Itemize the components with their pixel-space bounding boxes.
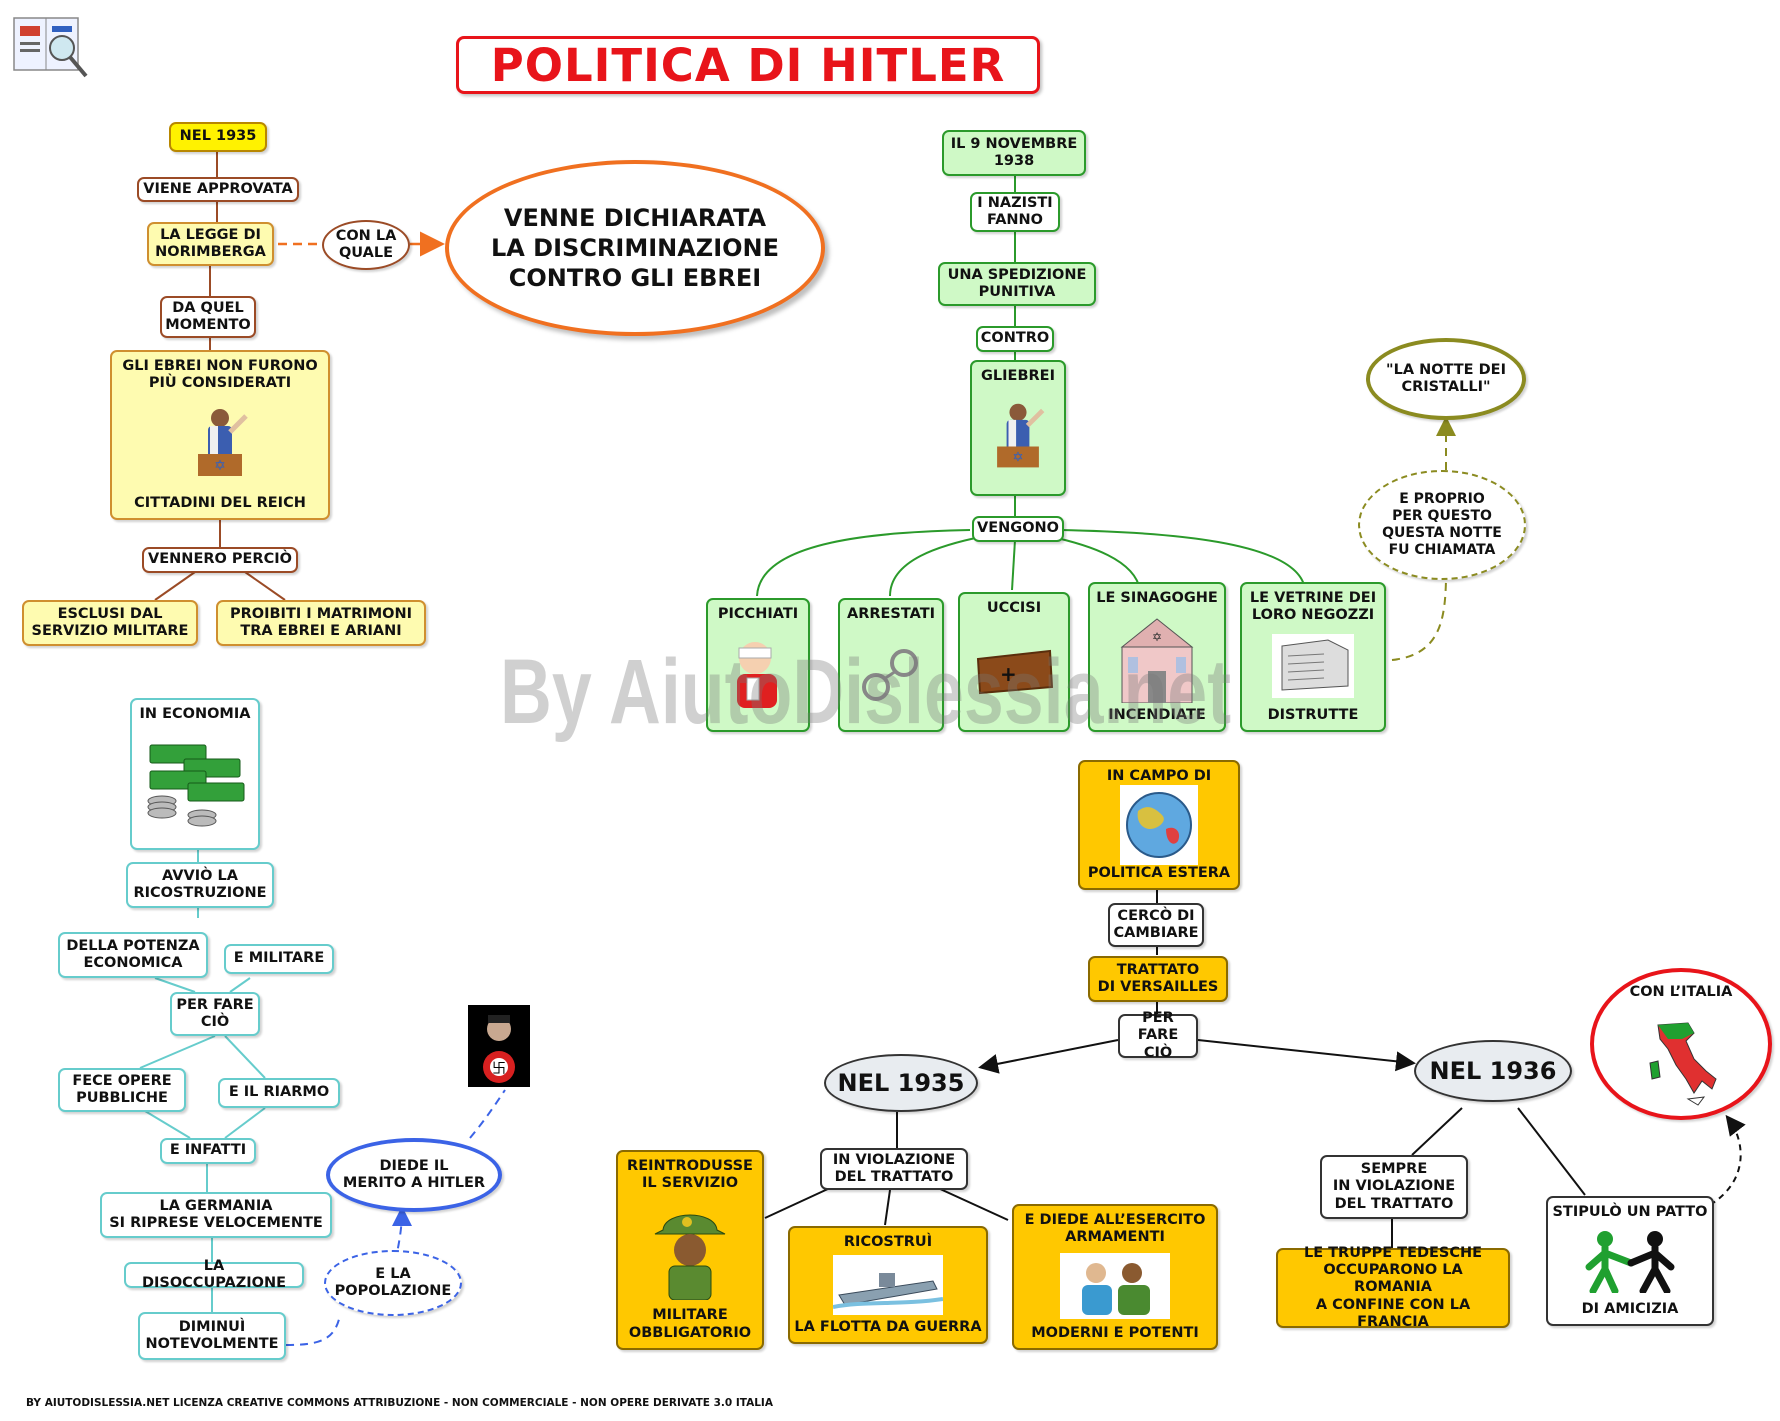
avvio-node: AVVIÒ LA RICOSTRUZIONE [126, 862, 274, 908]
riarmo-node: E IL RIARMO [218, 1078, 340, 1108]
nov-1938-node: IL 9 NOVEMBRE 1938 [942, 130, 1086, 176]
ricostrui-node: RICOSTRUÌ LA FLOTTA DA GUERRA [788, 1226, 988, 1344]
popolazione-node: E LA POPOLAZIONE [324, 1250, 462, 1316]
handcuffs-icon [844, 623, 938, 724]
vennero-percio-node: VENNERO PERCIÒ [142, 547, 298, 573]
infatti-node: E INFATTI [160, 1138, 256, 1164]
coffin-icon: + [964, 617, 1064, 724]
militare-node: E MILITARE [224, 944, 334, 974]
germania-node: LA GERMANIA SI RIPRESE VELOCEMENTE [100, 1192, 332, 1238]
uccisi-node: UCCISI + [958, 592, 1070, 732]
proprio-node: E PROPRIO PER QUESTO QUESTA NOTTE FU CHI… [1358, 470, 1526, 580]
sinagoghe-node: LE SINAGOGHE ✡ INCENDIATE [1088, 582, 1226, 732]
truppe-node: LE TRUPPE TEDESCHE OCCUPARONO LA ROMANIA… [1276, 1245, 1510, 1330]
nel-1935-node: NEL 1935 [169, 122, 267, 152]
discriminazione-node: VENNE DICHIARATA LA DISCRIMINAZIONE CONT… [445, 160, 825, 336]
per-fare-node: PER FARE CIÒ [170, 992, 260, 1036]
picchiati-node: PICCHIATI [706, 598, 810, 732]
book-magnifier-logo [10, 12, 92, 84]
spedizione-node: UNA SPEDIZIONE PUNITIVA [938, 262, 1096, 306]
da-quel-momento-node: DA QUEL MOMENTO [160, 296, 256, 338]
trattato-node: TRATTATO DI VERSAILLES [1088, 956, 1228, 1002]
svg-text:+: + [1000, 662, 1017, 686]
nel-1935-foreign-node: NEL 1935 [824, 1054, 978, 1112]
svg-text:卐: 卐 [492, 1061, 506, 1077]
page-title: POLITICA DI HITLER [456, 36, 1040, 94]
nazisti-fanno-node: I NAZISTI FANNO [970, 192, 1060, 232]
soldiers-weapons-icon [1018, 1247, 1212, 1325]
cerco-node: CERCÒ DI CAMBIARE [1108, 903, 1204, 947]
nel-1936-node: NEL 1936 [1414, 1040, 1572, 1102]
notte-cristalli-node: "LA NOTTE DEI CRISTALLI" [1366, 338, 1526, 420]
non-considerati-node: GLI EBREI NON FURONO PIÙ CONSIDERATI ✡ C… [110, 350, 330, 520]
money-stack-icon [136, 723, 254, 842]
vengono-node: VENGONO [972, 516, 1064, 542]
handshake-icon [1552, 1221, 1708, 1300]
sempre-node: SEMPRE IN VIOLAZIONE DEL TRATTATO [1320, 1155, 1468, 1219]
gliebrei-node: GLIEBREI ✡ [970, 360, 1066, 496]
license-footer: BY AIUTODISLESSIA.NET LICENZA CREATIVE C… [26, 1397, 773, 1409]
merito-node: DIEDE IL MERITO A HITLER [326, 1138, 502, 1212]
diminui-node: DIMINUÌ NOTEVOLMENTE [138, 1312, 286, 1360]
svg-text:✡: ✡ [1152, 630, 1162, 644]
rabbi-illustration: ✡ [116, 393, 324, 495]
opere-node: FECE OPERE PUBBLICHE [58, 1068, 186, 1112]
in-economia-node: IN ECONOMIA [130, 698, 260, 850]
con-italia-node: CON L’ITALIA [1590, 968, 1772, 1120]
soldier-icon [622, 1193, 758, 1307]
per-fare-2-node: PER FARE CIÒ [1118, 1010, 1198, 1061]
diede-node: E DIEDE ALL’ESERCITO ARMAMENTI MODERNI E… [1012, 1204, 1218, 1350]
svg-text:✡: ✡ [214, 458, 226, 474]
proibiti-node: PROIBITI I MATRIMONI TRA EBREI E ARIANI [216, 600, 426, 646]
rabbi-illustration-2: ✡ [976, 385, 1060, 488]
reintrodusse-node: REINTRODUSSE IL SERVIZIO MILITARE OBBLIG… [616, 1150, 764, 1350]
arrestati-node: ARRESTATI [838, 598, 944, 732]
vetrine-node: LE VETRINE DEI LORO NEGOZZI DISTRUTTE [1240, 582, 1386, 732]
globe-icon [1084, 785, 1234, 866]
violazione-1-node: IN VIOLAZIONE DEL TRATTATO [820, 1148, 968, 1190]
stipulo-node: STIPULÒ UN PATTO DI AMICIZIA [1546, 1196, 1714, 1326]
shop-shutter-icon [1246, 625, 1380, 707]
hitler-portrait: 卐 [468, 1005, 530, 1087]
disoccupazione-node: LA DISOCCUPAZIONE [124, 1258, 304, 1291]
potenza-node: DELLA POTENZA ECONOMICA [58, 932, 208, 978]
viene-approvata-node: VIENE APPROVATA [137, 177, 299, 202]
legge-norimberga-node: LA LEGGE DI NORIMBERGA [147, 222, 274, 266]
warship-icon [794, 1251, 982, 1318]
campo-node: IN CAMPO DI POLITICA ESTERA [1078, 760, 1240, 890]
contro-node: CONTRO [976, 326, 1054, 352]
svg-text:✡: ✡ [1012, 450, 1023, 465]
watermark: By AiutoDislessia.net [500, 641, 1232, 743]
esclusi-node: ESCLUSI DAL SERVIZIO MILITARE [22, 600, 198, 646]
synagogue-icon: ✡ [1094, 607, 1220, 706]
con-la-quale-node: CON LA QUALE [322, 220, 410, 270]
injured-person-icon [712, 623, 804, 724]
italy-map-icon [1638, 1001, 1724, 1114]
